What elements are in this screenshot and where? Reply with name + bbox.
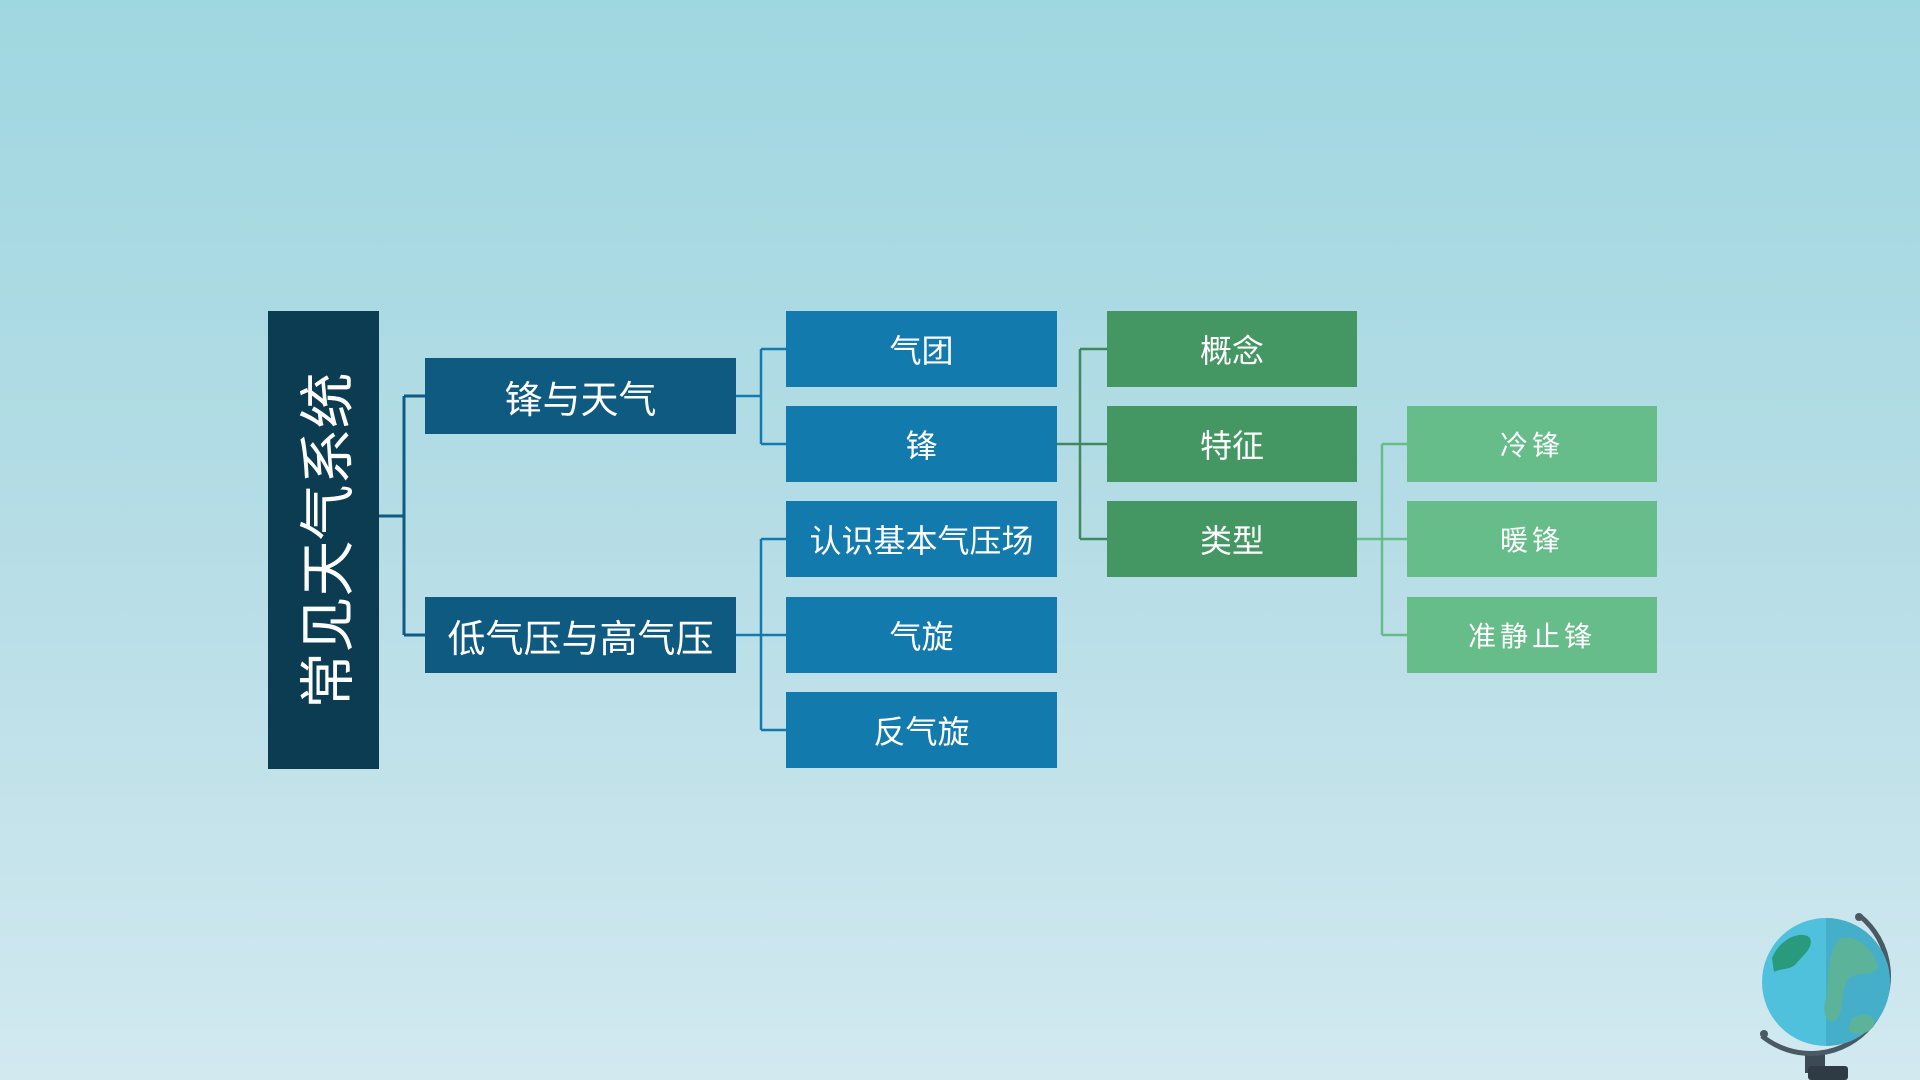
node-label: 准静止锋 [1467,620,1596,653]
node-warm-front: 暖锋 [1407,501,1657,577]
node-anticyclone: 反气旋 [786,692,1057,768]
type-connectors [1357,442,1407,637]
root-connectors [379,394,425,637]
node-label: 概念 [1199,332,1264,370]
node-pressure-field: 认识基本气压场 [786,501,1057,577]
root-label: 常见天气系统 [296,372,361,708]
node-air-mass: 气团 [786,311,1057,387]
globe-continent [1772,934,1811,972]
node-label: 特征 [1199,427,1264,465]
globe-pivot-bottom [1760,1030,1768,1038]
node-label: 暖锋 [1499,524,1564,557]
node-cold-front: 冷锋 [1407,406,1657,482]
front-weather-connectors [736,347,786,446]
node-cyclone: 气旋 [786,597,1057,673]
node-label: 气团 [889,332,954,370]
branch-node-front-weather: 锋与天气 [425,358,736,434]
branch-label: 锋与天气 [504,377,657,422]
globe-continent [1824,937,1878,1022]
node-front: 锋 [786,406,1057,482]
branch-node-pressure: 低气压与高气压 [425,597,736,673]
pressure-connectors [736,537,786,732]
node-label: 气旋 [889,618,954,656]
front-connectors [1057,347,1107,541]
root-node: 常见天气系统 [268,311,379,769]
node-label: 冷锋 [1499,429,1564,462]
node-features: 特征 [1107,406,1357,482]
node-concept: 概念 [1107,311,1357,387]
node-label: 锋 [905,427,938,465]
node-label: 认识基本气压场 [809,522,1034,560]
globe-icon [1760,913,1891,1080]
node-label: 类型 [1199,522,1264,560]
branch-label: 低气压与高气压 [447,616,714,661]
node-types: 类型 [1107,501,1357,577]
globe-pivot-top [1855,913,1863,921]
globe-stand-base [1808,1066,1848,1080]
node-label: 反气旋 [873,713,970,751]
node-stationary-front: 准静止锋 [1407,597,1657,673]
globe-continent [1848,1014,1875,1035]
